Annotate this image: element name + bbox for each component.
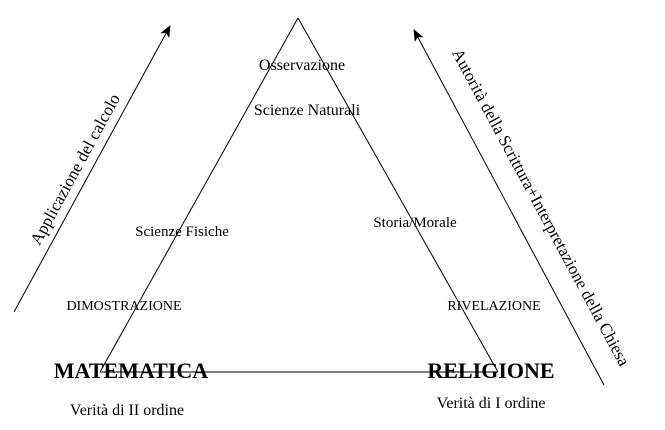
first-order-truth-label: Verità di I ordine [437, 395, 546, 412]
revelation-label: RIVELAZIONE [447, 299, 540, 314]
history-morals-label: Storia/Morale [373, 215, 457, 231]
second-order-truth-label: Verità di II ordine [70, 402, 184, 419]
physical-sciences-label: Scienze Fisiche [135, 224, 229, 240]
left-arrow [13, 25, 171, 313]
triangle-left-edge [99, 17, 299, 373]
triangle-right-edge [297, 17, 499, 373]
right-arrow [413, 29, 605, 386]
apex-observation-label: Osservazione [259, 57, 345, 74]
mathematics-title: MATEMATICA [54, 358, 209, 383]
demonstration-label: DIMOSTRAZIONE [66, 299, 181, 314]
scripture-authority-label: Autorità della Scrittura+Interpretazione… [448, 46, 634, 370]
apex-natural-sciences-label: Scienze Naturali [254, 102, 361, 119]
religion-title: RELIGIONE [427, 358, 554, 383]
calculus-application-label: Applicazione del calcolo [26, 91, 124, 248]
